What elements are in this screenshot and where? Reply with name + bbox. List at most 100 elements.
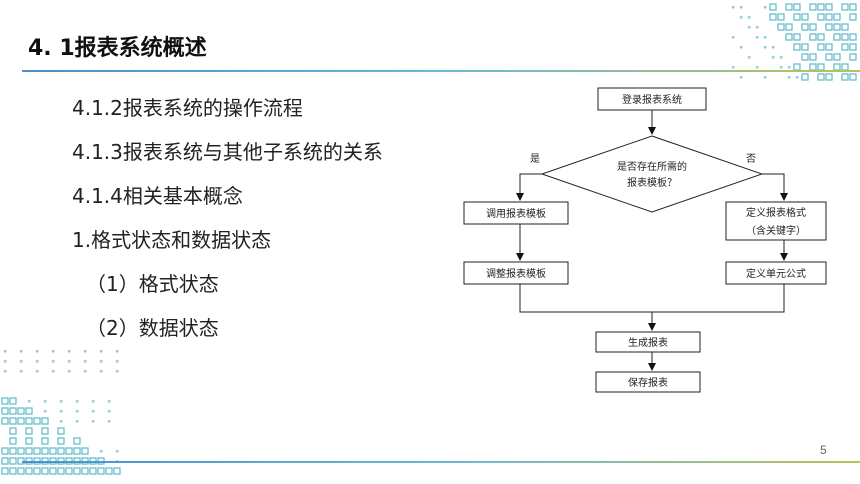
decorative-square xyxy=(849,33,857,41)
decorative-dot xyxy=(796,76,799,79)
decision-diamond xyxy=(540,135,764,213)
decorative-dot xyxy=(732,6,735,9)
decorative-square xyxy=(1,447,9,455)
decorative-dot xyxy=(100,360,103,363)
decorative-dot xyxy=(84,360,87,363)
decorative-square xyxy=(81,467,89,475)
decorative-square xyxy=(841,73,849,81)
adjust-template-box xyxy=(463,261,569,285)
decorative-square xyxy=(825,3,833,11)
decorative-square xyxy=(33,417,41,425)
decorative-dot xyxy=(788,76,791,79)
decorative-dot xyxy=(740,76,743,79)
decorative-square xyxy=(25,417,33,425)
decorative-dot xyxy=(772,46,775,49)
decorative-dot xyxy=(20,350,23,353)
yes-label: 是 xyxy=(530,153,540,165)
decorative-dot xyxy=(748,26,751,29)
decorative-dot xyxy=(44,410,47,413)
decorative-square xyxy=(73,437,81,445)
decorative-squares-top-right xyxy=(732,3,857,81)
decorative-dot xyxy=(68,350,71,353)
decorative-square xyxy=(25,407,33,415)
decorative-square xyxy=(65,447,73,455)
decorative-dot xyxy=(92,410,95,413)
decorative-square xyxy=(73,467,81,475)
decorative-dot xyxy=(740,46,743,49)
decorative-dot xyxy=(740,16,743,19)
decorative-square xyxy=(793,43,801,51)
decorative-dot xyxy=(20,370,23,373)
define-format-label-line2: （含关键字） xyxy=(746,224,806,237)
define-format-box xyxy=(725,201,827,241)
decorative-dot xyxy=(732,36,735,39)
define-format-label-line1: 定义报表格式 xyxy=(746,206,806,219)
decorative-square xyxy=(849,13,857,21)
decorative-square xyxy=(9,407,17,415)
decorative-square xyxy=(41,467,49,475)
decorative-square xyxy=(89,467,97,475)
decorative-square xyxy=(785,23,793,31)
decorative-dot xyxy=(100,350,103,353)
decorative-square xyxy=(833,33,841,41)
decorative-square xyxy=(833,23,841,31)
decorative-dot xyxy=(748,56,751,59)
decorative-square xyxy=(769,3,777,11)
decorative-dot xyxy=(108,400,111,403)
decorative-square xyxy=(25,447,33,455)
save-report-label: 保存报表 xyxy=(628,376,668,389)
decorative-dot xyxy=(52,360,55,363)
decorative-square xyxy=(9,397,17,405)
decorative-dot xyxy=(780,66,783,69)
decorative-square xyxy=(33,467,41,475)
decorative-square xyxy=(817,73,825,81)
adjust-template-label: 调整报表模板 xyxy=(486,267,546,280)
decorative-dot xyxy=(764,6,767,9)
decorative-square xyxy=(849,43,857,51)
decorative-square xyxy=(833,53,841,61)
call-template-label: 调用报表模板 xyxy=(486,207,546,220)
bullet-item: 4.1.3报表系统与其他子系统的关系 xyxy=(72,140,383,164)
decorative-dot xyxy=(52,370,55,373)
decorative-square xyxy=(25,427,33,435)
call-template-box xyxy=(463,201,569,225)
decorative-dot xyxy=(28,400,31,403)
decorative-dot xyxy=(764,36,767,39)
bullet-item: 1.格式状态和数据状态 xyxy=(72,228,272,252)
login-label: 登录报表系统 xyxy=(622,93,682,106)
decorative-square xyxy=(17,447,25,455)
decorative-square xyxy=(841,23,849,31)
decorative-dot xyxy=(20,360,23,363)
decorative-square xyxy=(849,53,857,61)
decorative-dot xyxy=(4,360,7,363)
decorative-square xyxy=(105,467,113,475)
decorative-square xyxy=(777,23,785,31)
decorative-square xyxy=(801,73,809,81)
decorative-square xyxy=(41,437,49,445)
decorative-dot xyxy=(748,16,751,19)
decorative-dot xyxy=(108,410,111,413)
decorative-square xyxy=(841,43,849,51)
decorative-square xyxy=(49,467,57,475)
define-formula-box xyxy=(725,261,827,285)
decorative-square xyxy=(793,33,801,41)
decorative-dot xyxy=(76,420,79,423)
page-number: 5 xyxy=(820,443,827,457)
decorative-dot xyxy=(116,360,119,363)
decorative-square xyxy=(769,13,777,21)
report-workflow-flowchart: 登录报表系统 是否存在所需的 报表模板？ 是 否 调用报表模板 调整报表模板 定… xyxy=(463,87,827,393)
decorative-square xyxy=(17,467,25,475)
decorative-dot xyxy=(756,26,759,29)
decorative-dot xyxy=(60,400,63,403)
decorative-square xyxy=(825,53,833,61)
decorative-dot xyxy=(92,420,95,423)
decorative-dot xyxy=(772,56,775,59)
decorative-dot xyxy=(116,370,119,373)
decorative-square xyxy=(9,437,17,445)
decorative-squares-bottom-left xyxy=(1,350,121,475)
decorative-square xyxy=(49,447,57,455)
decorative-dot xyxy=(108,420,111,423)
decorative-square xyxy=(9,417,17,425)
decorative-dot xyxy=(36,350,39,353)
decorative-square xyxy=(785,3,793,11)
